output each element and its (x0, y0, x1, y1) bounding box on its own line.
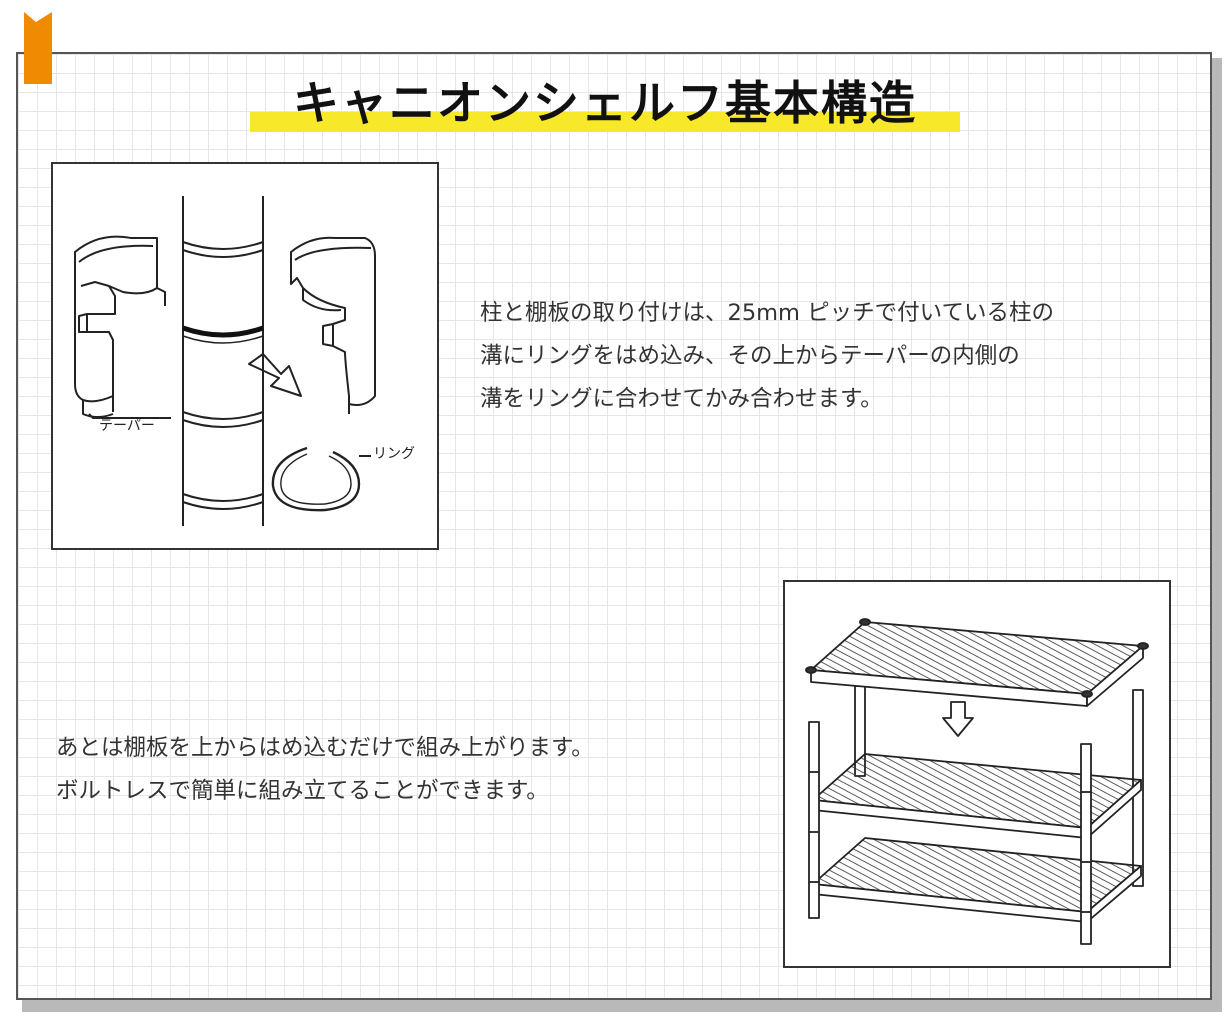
page-title: キャニオンシェルフ基本構造 (293, 76, 917, 130)
ring-description-line: 柱と棚板の取り付けは、25mm ピッチで付いている柱の (480, 300, 1054, 326)
shelf-description-line: あとは棚板を上からはめ込むだけで組み上がります。 (56, 735, 594, 761)
ring-description: 柱と棚板の取り付けは、25mm ピッチで付いている柱の 溝にリングをはめ込み、そ… (480, 292, 1054, 421)
ring-description-line: 溝をリングに合わせてかみ合わせます。 (480, 386, 883, 412)
shelf-description-line: ボルトレスで簡単に組み立てることができます。 (56, 778, 549, 804)
title-block: キャニオンシェルフ基本構造 (250, 72, 960, 136)
bookmark-icon (24, 12, 52, 84)
ring-label: リング (373, 446, 415, 462)
ring-assembly-illustration: テーパー リング (74, 196, 415, 526)
shelf-description: あとは棚板を上からはめ込むだけで組み上がります。 ボルトレスで簡単に組み立てるこ… (56, 727, 594, 813)
ring-assembly-figure: テーパー リング (51, 162, 439, 550)
ring-description-line: 溝にリングをはめ込み、その上からテーパーの内側の (480, 343, 1020, 369)
shelf-assembly-figure (783, 580, 1171, 968)
shelf-assembly-illustration (805, 618, 1149, 945)
title-highlight (250, 112, 960, 132)
taper-label: テーパー (99, 418, 155, 434)
